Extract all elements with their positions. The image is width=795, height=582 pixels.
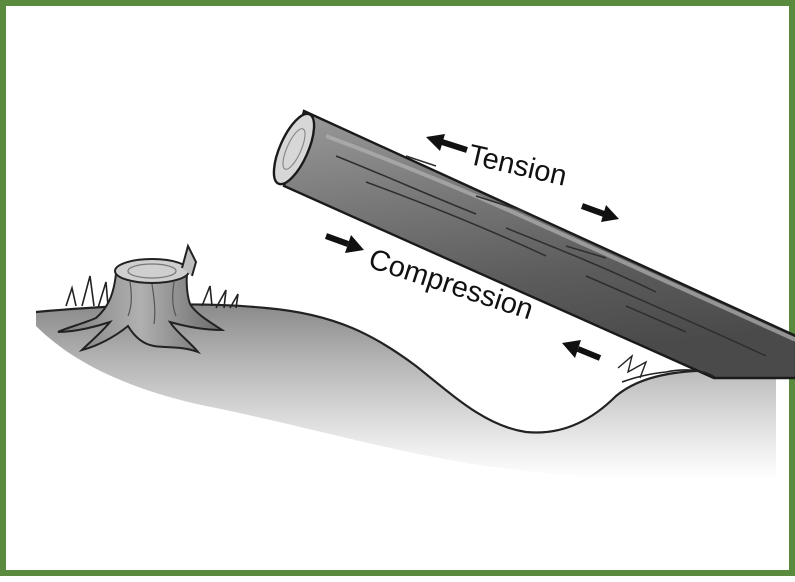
tension-left-arrow-icon (426, 134, 468, 153)
tension-arrows (426, 134, 619, 222)
log-icon (272, 109, 795, 383)
tension-right-arrow-icon (580, 203, 619, 222)
ground (35, 303, 777, 481)
compression-right-arrow-icon (562, 340, 602, 361)
compression-left-arrow-icon (324, 233, 364, 253)
tree-stump-icon (57, 243, 239, 355)
illustration (35, 109, 795, 481)
compression-arrows (324, 233, 602, 361)
